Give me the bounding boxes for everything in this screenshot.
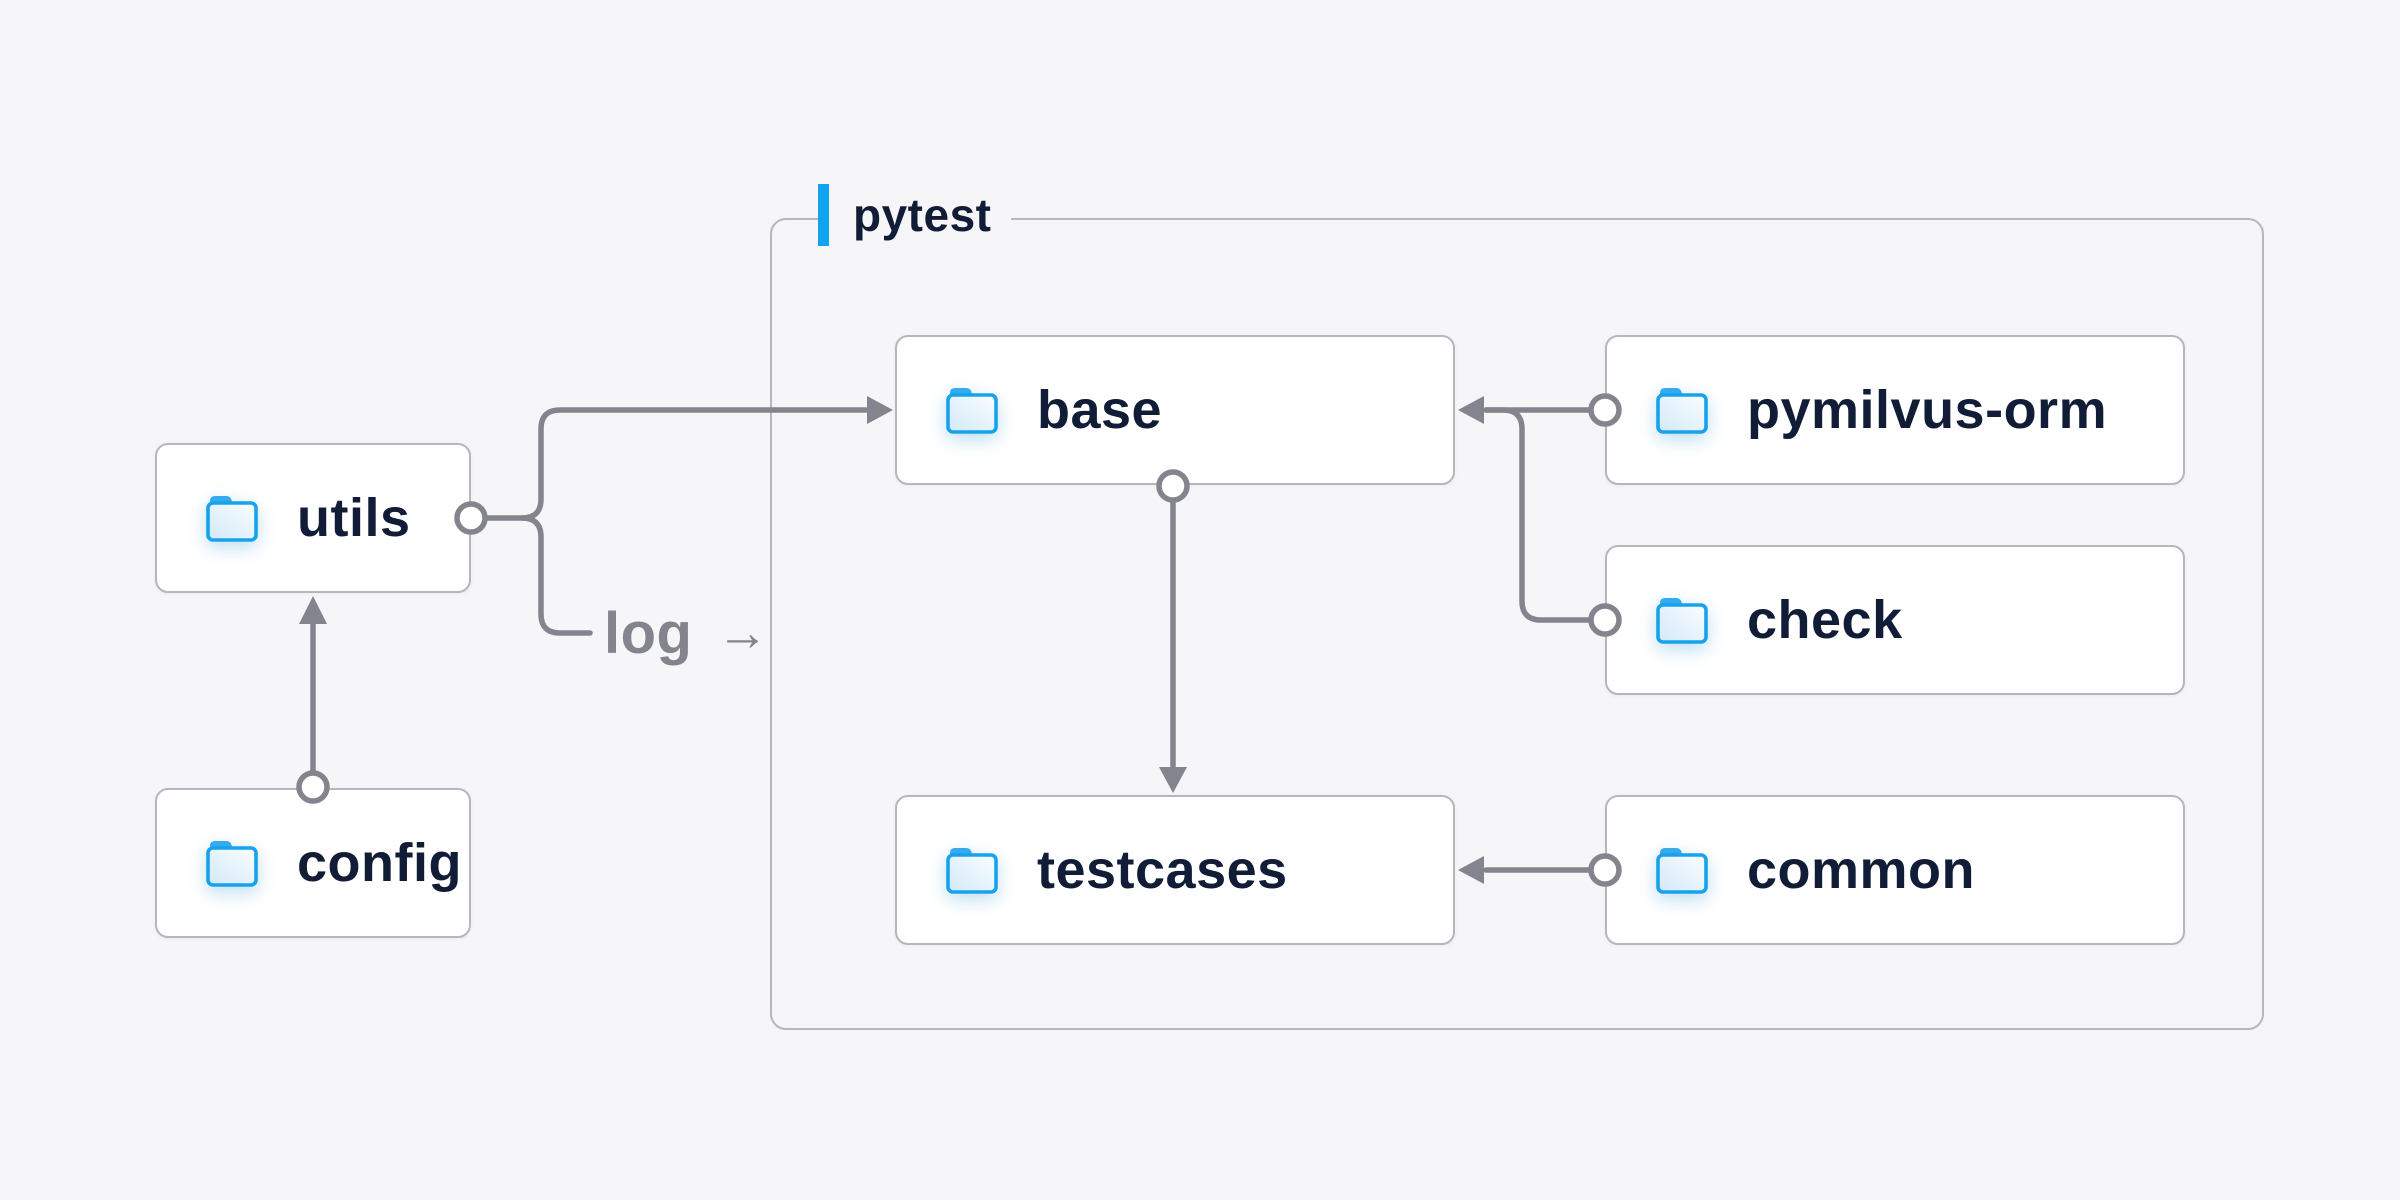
edge-utils-log <box>519 515 593 636</box>
node-label: base <box>1037 380 1163 440</box>
node-common: common <box>1605 795 2185 945</box>
node-config: config <box>155 788 471 938</box>
folder-icon <box>206 496 258 542</box>
node-label: pymilvus-orm <box>1747 380 2108 440</box>
pytest-group-container <box>770 218 2264 1030</box>
pytest-group-title: pytest <box>853 189 992 241</box>
node-label: utils <box>297 488 411 548</box>
log-right-arrow-icon: → <box>716 604 769 662</box>
node-label: config <box>297 833 462 893</box>
folder-icon <box>206 841 258 887</box>
edge-label-log: log → <box>604 599 768 667</box>
node-label: testcases <box>1037 840 1288 900</box>
node-label: common <box>1747 840 1976 900</box>
node-utils: utils <box>155 443 471 593</box>
accent-bar-icon <box>818 184 829 246</box>
node-base: base <box>895 335 1455 485</box>
folder-icon <box>1656 598 1708 644</box>
log-edge-text: log <box>604 600 693 666</box>
folder-icon <box>1656 848 1708 894</box>
node-testcases: testcases <box>895 795 1455 945</box>
folder-icon <box>946 848 998 894</box>
node-label: check <box>1747 590 1903 650</box>
node-check: check <box>1605 545 2185 695</box>
pytest-group-label: pytest <box>818 184 1012 246</box>
folder-icon <box>1656 388 1708 434</box>
folder-icon <box>946 388 998 434</box>
node-pymilvus-orm: pymilvus-orm <box>1605 335 2185 485</box>
arrowhead-config-utils <box>299 596 327 624</box>
